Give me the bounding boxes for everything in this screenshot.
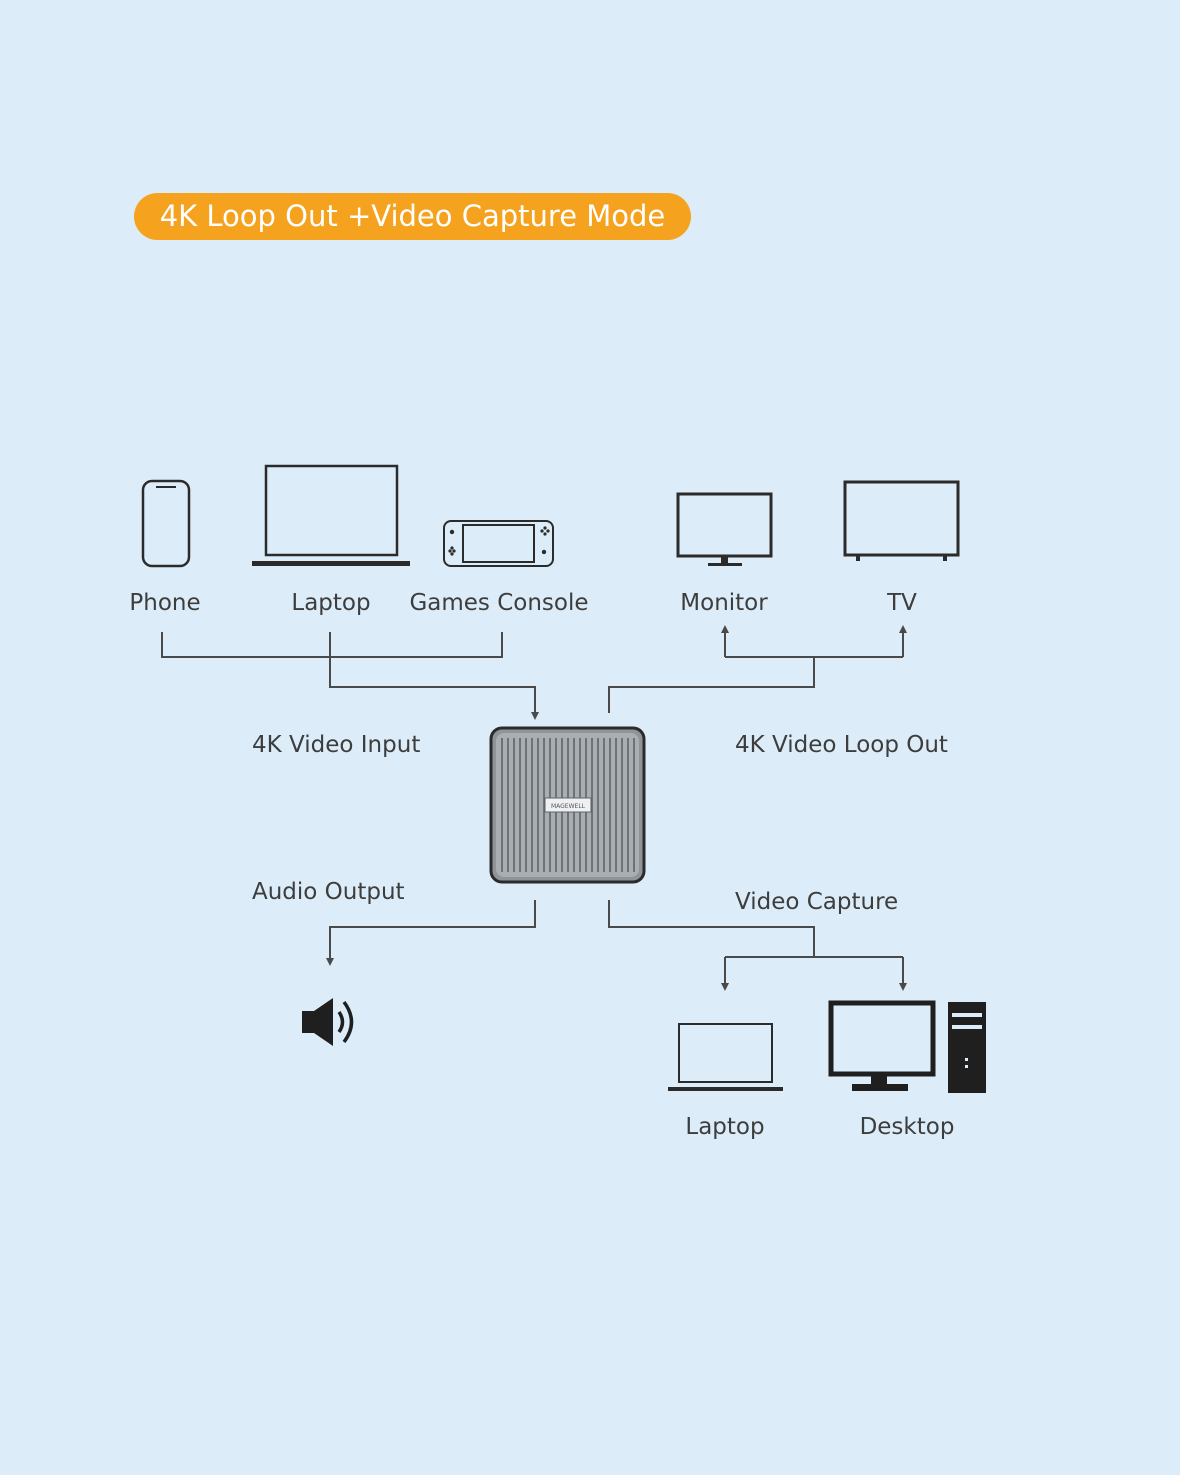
video-loop-out-label: 4K Video Loop Out — [735, 732, 948, 758]
loop-out-connection-lines — [608, 625, 907, 713]
games-console-label: Games Console — [409, 590, 589, 616]
laptop-icon — [252, 464, 410, 566]
tv-icon — [843, 480, 960, 561]
monitor-label: Monitor — [680, 590, 768, 616]
capture-connection-lines — [608, 900, 907, 991]
phone-label: Phone — [129, 590, 201, 616]
mode-title-badge: 4K Loop Out +Video Capture Mode — [134, 193, 691, 240]
speaker-icon — [302, 998, 354, 1046]
video-capture-label: Video Capture — [735, 889, 899, 915]
desktop-icon — [828, 1000, 986, 1093]
laptop-label: Laptop — [291, 590, 371, 616]
monitor-icon — [676, 492, 773, 566]
games-console-icon — [443, 520, 554, 567]
audio-connection-lines — [326, 900, 536, 966]
capture-device: MAGEWELL — [489, 726, 646, 884]
device-logo-text: MAGEWELL — [551, 803, 586, 810]
tv-label: TV — [887, 590, 917, 616]
desktop-label: Desktop — [859, 1114, 955, 1140]
video-input-label: 4K Video Input — [252, 732, 421, 758]
capture-laptop-icon — [668, 1023, 783, 1091]
audio-output-label: Audio Output — [252, 879, 405, 905]
capture-laptop-label: Laptop — [685, 1114, 765, 1140]
input-connection-lines — [161, 632, 539, 720]
phone-icon — [141, 479, 191, 568]
